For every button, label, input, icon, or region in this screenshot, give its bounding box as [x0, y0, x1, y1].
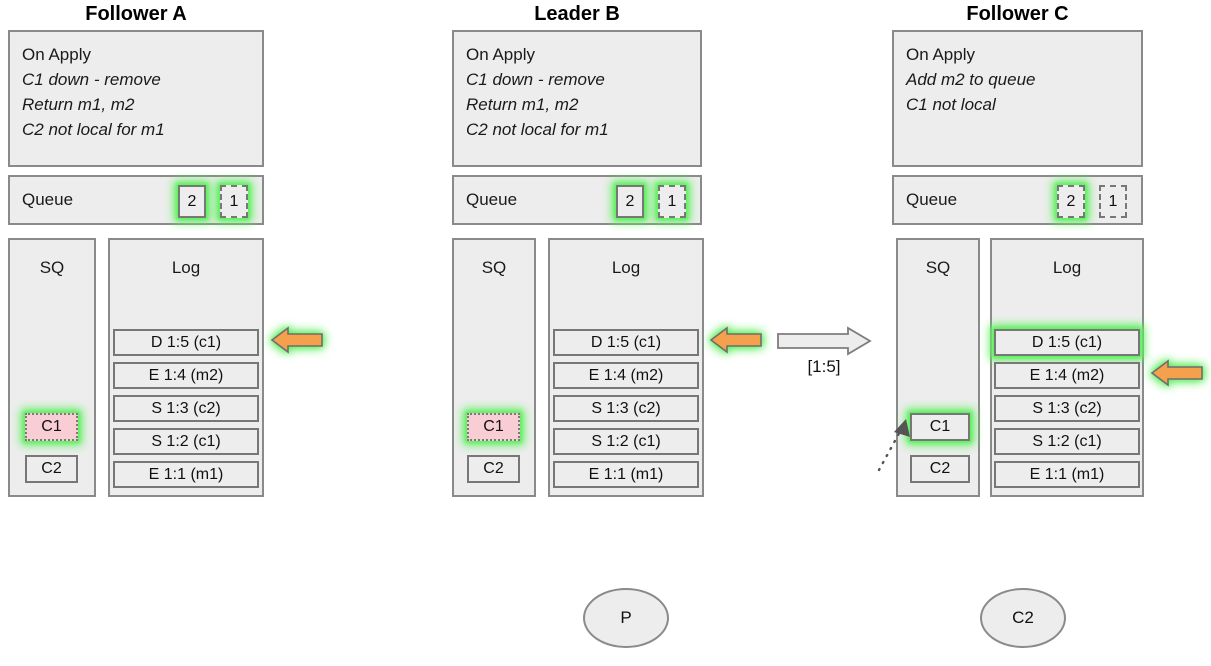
queue-panel-leader-b: Queue 2 1 — [452, 175, 702, 225]
onapply-panel-follower-a: On Apply C1 down - remove Return m1, m2 … — [8, 30, 264, 167]
log-header: Log — [1052, 258, 1082, 277]
log-entry-1[interactable]: E 1:4 (m2) — [553, 362, 699, 389]
onapply-line-1: Add m2 to queue — [906, 70, 1036, 89]
queue-item-2[interactable]: 2 — [1057, 185, 1085, 218]
onapply-line-3: C2 not local for m1 — [466, 120, 609, 139]
onapply-line-1: C1 down - remove — [466, 70, 605, 89]
queue-item-1[interactable]: 1 — [220, 185, 248, 218]
sq-header: SQ — [481, 258, 507, 277]
queue-item-1[interactable]: 1 — [1099, 185, 1127, 218]
log-entry-4[interactable]: E 1:1 (m1) — [553, 461, 699, 488]
log-entry-2[interactable]: S 1:3 (c2) — [113, 395, 259, 422]
onapply-line-2: C1 not local — [906, 95, 996, 114]
log-entry-4[interactable]: E 1:1 (m1) — [994, 461, 1140, 488]
log-entry-3[interactable]: S 1:2 (c1) — [994, 428, 1140, 455]
onapply-header: On Apply — [466, 45, 535, 64]
column-title-follower-a: Follower A — [85, 3, 187, 25]
log-header: Log — [171, 258, 201, 277]
sq-panel-follower-a: SQ C1 C2 — [8, 238, 96, 497]
onapply-line-2: Return m1, m2 — [22, 95, 135, 114]
onapply-header: On Apply — [906, 45, 975, 64]
sq-item-c2[interactable]: C2 — [25, 455, 78, 483]
node-ellipse-c2[interactable]: C2 — [980, 588, 1066, 648]
column-title-follower-c: Follower C — [966, 3, 1069, 25]
queue-label: Queue — [906, 190, 958, 209]
queue-item-1[interactable]: 1 — [658, 185, 686, 218]
log-entry-1[interactable]: E 1:4 (m2) — [994, 362, 1140, 389]
queue-item-2[interactable]: 2 — [178, 185, 206, 218]
log-header: Log — [611, 258, 641, 277]
log-entry-0[interactable]: D 1:5 (c1) — [994, 329, 1140, 356]
sq-panel-follower-c: SQ C1 C2 — [896, 238, 980, 497]
queue-panel-follower-c: Queue 2 1 — [892, 175, 1143, 225]
onapply-line-2: Return m1, m2 — [466, 95, 579, 114]
log-entry-4[interactable]: E 1:1 (m1) — [113, 461, 259, 488]
onapply-panel-follower-c: On Apply Add m2 to queue C1 not local — [892, 30, 1143, 167]
log-panel-follower-a: Log D 1:5 (c1) E 1:4 (m2) S 1:3 (c2) S 1… — [108, 238, 264, 497]
sq-item-c1[interactable]: C1 — [25, 413, 78, 441]
sq-item-c2[interactable]: C2 — [467, 455, 520, 483]
transfer-arrow-right — [777, 326, 872, 356]
queue-label: Queue — [466, 190, 518, 209]
queue-item-2[interactable]: 2 — [616, 185, 644, 218]
onapply-line-3: C2 not local for m1 — [22, 120, 165, 139]
log-entry-1[interactable]: E 1:4 (m2) — [113, 362, 259, 389]
log-entry-0[interactable]: D 1:5 (c1) — [553, 329, 699, 356]
sq-item-c2[interactable]: C2 — [910, 455, 970, 483]
sq-item-c1[interactable]: C1 — [910, 413, 970, 441]
orange-arrow-left-follower-c — [1150, 359, 1203, 387]
onapply-panel-leader-b: On Apply C1 down - remove Return m1, m2 … — [452, 30, 702, 167]
dotted-connector-to-sq-c1 — [877, 419, 910, 472]
node-ellipse-p[interactable]: P — [583, 588, 669, 648]
log-entry-3[interactable]: S 1:2 (c1) — [113, 428, 259, 455]
orange-arrow-left-leader-b — [709, 326, 762, 354]
log-panel-leader-b: Log D 1:5 (c1) E 1:4 (m2) S 1:3 (c2) S 1… — [548, 238, 704, 497]
sq-header: SQ — [39, 258, 65, 277]
queue-panel-follower-a: Queue 2 1 — [8, 175, 264, 225]
sq-item-c1[interactable]: C1 — [467, 413, 520, 441]
log-entry-3[interactable]: S 1:2 (c1) — [553, 428, 699, 455]
log-entry-2[interactable]: S 1:3 (c2) — [553, 395, 699, 422]
log-panel-follower-c: Log D 1:5 (c1) E 1:4 (m2) S 1:3 (c2) S 1… — [990, 238, 1144, 497]
sq-panel-leader-b: SQ C1 C2 — [452, 238, 536, 497]
log-entry-2[interactable]: S 1:3 (c2) — [994, 395, 1140, 422]
orange-arrow-left-follower-a — [270, 326, 323, 354]
column-title-leader-b: Leader B — [534, 3, 620, 25]
queue-label: Queue — [22, 190, 74, 209]
log-entry-0[interactable]: D 1:5 (c1) — [113, 329, 259, 356]
sq-header: SQ — [925, 258, 951, 277]
transfer-label: [1:5] — [807, 357, 841, 376]
onapply-line-1: C1 down - remove — [22, 70, 161, 89]
onapply-header: On Apply — [22, 45, 91, 64]
